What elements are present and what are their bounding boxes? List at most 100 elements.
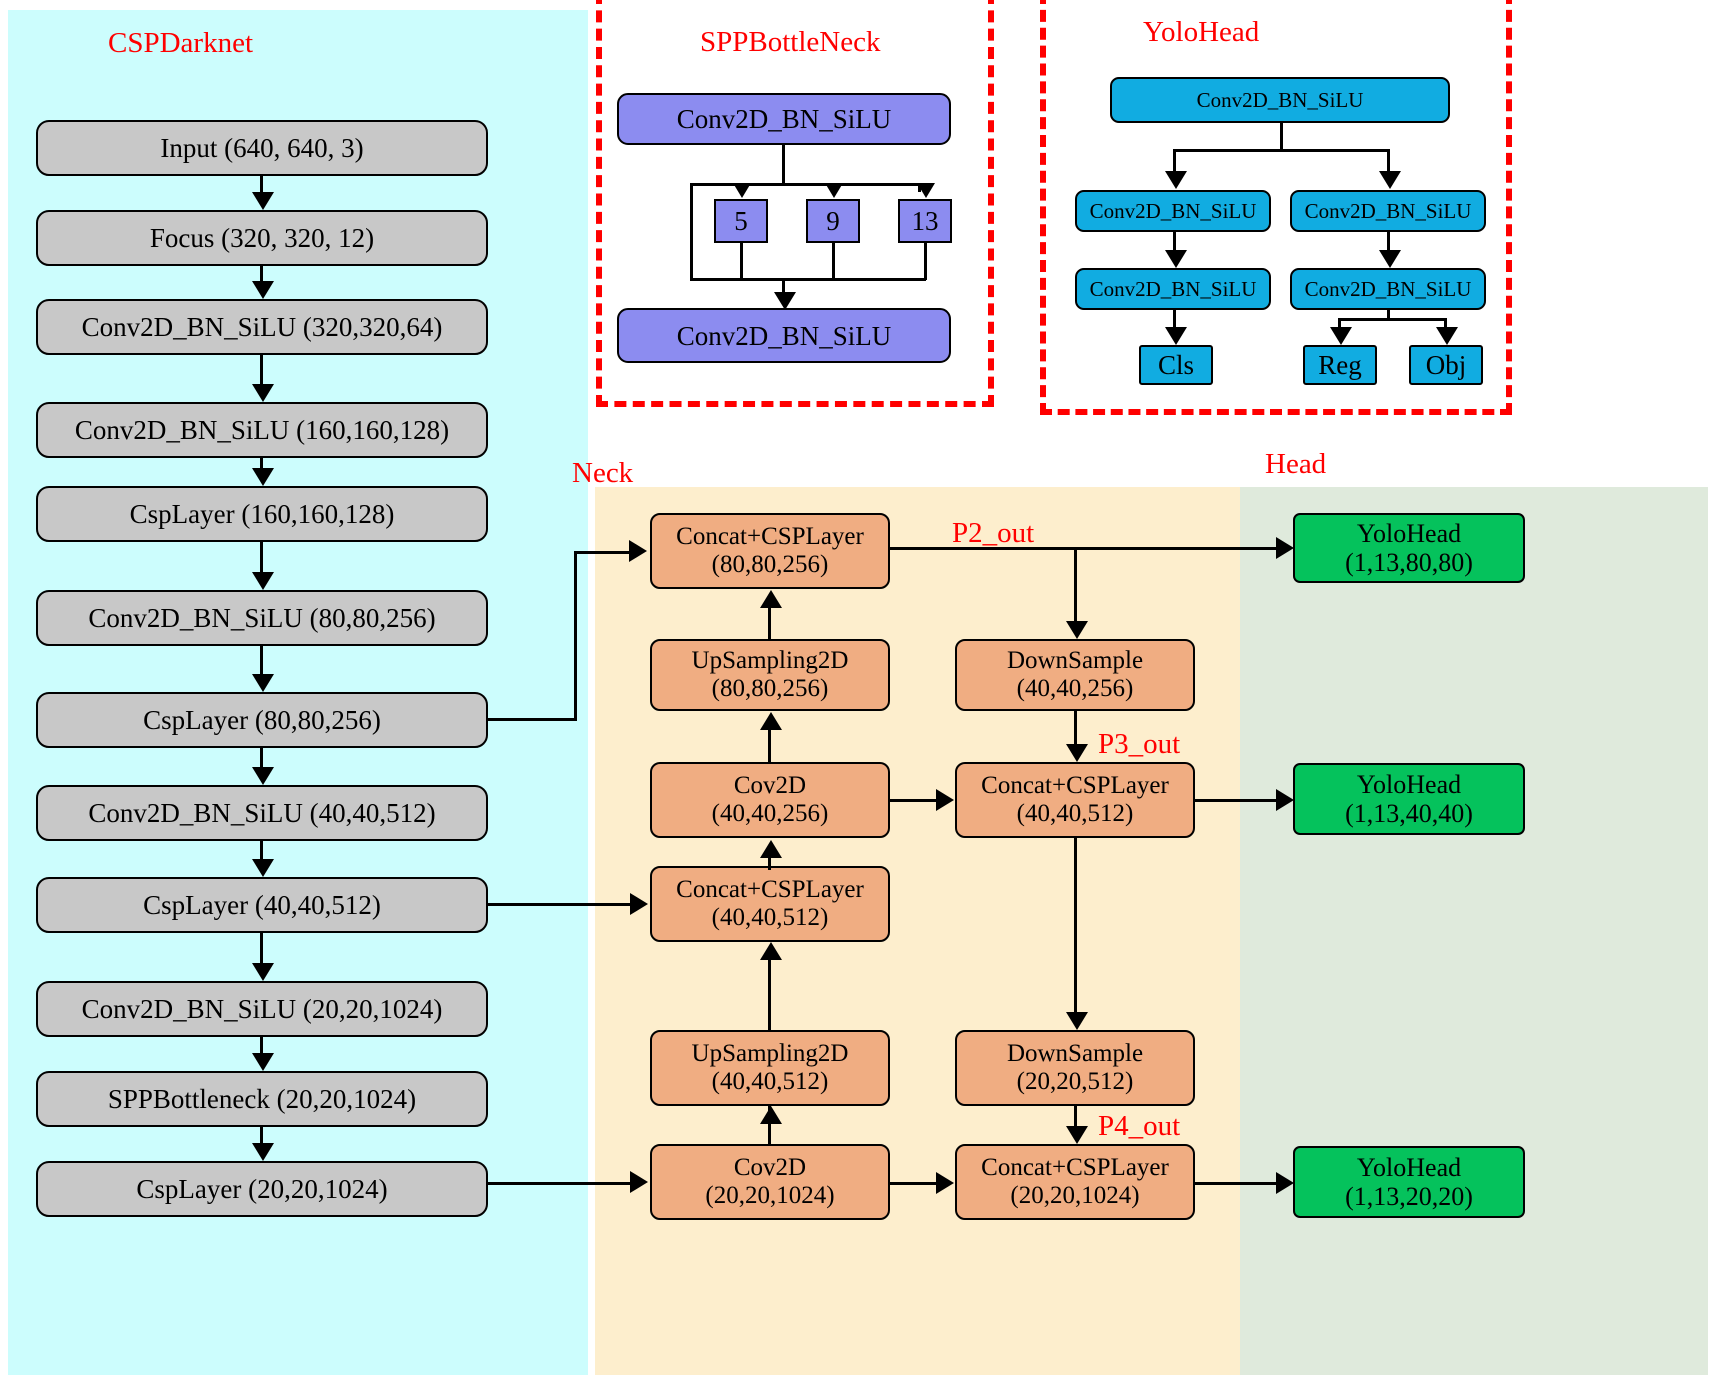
caption-neck: Neck	[572, 457, 634, 489]
backbone-node-conv-80[interactable]: Conv2D_BN_SiLU (80,80,256)	[36, 590, 488, 646]
neck-link-concat20-head	[1195, 1182, 1278, 1185]
yoloheaddetail-node-stem[interactable]: Conv2D_BN_SiLU	[1110, 77, 1450, 123]
neck-connector-up80	[768, 608, 771, 640]
backbone-node-csp-20[interactable]: CspLayer (20,20,1024)	[36, 1161, 488, 1217]
neck-arrow-up40	[760, 942, 782, 960]
backbone-arrow-9	[252, 963, 274, 981]
backbone-node-conv-160[interactable]: Conv2D_BN_SiLU (160,160,128)	[36, 402, 488, 458]
backbone-arrow-8	[252, 859, 274, 877]
neck-node-downsample-40[interactable]: DownSample(40,40,256)	[955, 639, 1195, 711]
neck-link-p2out-down	[1074, 547, 1077, 621]
yoloheaddetail-node-cls-conv-2[interactable]: Conv2D_BN_SiLU	[1075, 268, 1271, 310]
caption-cspdarknet: CSPDarknet	[108, 27, 253, 59]
spp-arrow-bottom	[774, 292, 796, 310]
backbone-connector-3	[260, 355, 263, 384]
spp-connector-pool5-down	[740, 243, 743, 280]
backbone-connector-11	[260, 1127, 263, 1143]
yoloheaddetail-connector-left-drop	[1173, 149, 1176, 171]
backbone-arrow-11	[252, 1143, 274, 1161]
neck-link-cov40-to-concatb	[890, 799, 938, 802]
neck-node-cov2d-20[interactable]: Cov2D(20,20,1024)	[650, 1144, 890, 1220]
link-csp80-out	[488, 718, 576, 721]
neck-node-concat-20-out[interactable]: Concat+CSPLayer(20,20,1024)	[955, 1144, 1195, 1220]
arrow-csp40-to-concat40	[630, 893, 648, 915]
backbone-connector-5	[260, 542, 263, 572]
yoloheaddetail-connector-right-drop	[1387, 149, 1390, 171]
backbone-node-conv-20[interactable]: Conv2D_BN_SiLU (20,20,1024)	[36, 981, 488, 1037]
spp-node-top-conv[interactable]: Conv2D_BN_SiLU	[617, 93, 951, 145]
spp-arrow-pool9	[825, 183, 843, 198]
spp-node-pool-13[interactable]: 13	[898, 199, 952, 243]
neck-arrow-cov20-up	[760, 1106, 782, 1124]
spp-node-bottom-conv[interactable]: Conv2D_BN_SiLU	[617, 308, 951, 363]
region-head	[1240, 487, 1708, 1375]
neck-connector-concat40-up	[768, 858, 771, 870]
neck-connector-cov40-up	[768, 730, 771, 762]
head-node-yolohead-40[interactable]: YoloHead(1,13,40,40)	[1293, 763, 1525, 835]
neck-node-upsample-80[interactable]: UpSampling2D(80,80,256)	[650, 639, 890, 711]
spp-connector-fanout	[690, 183, 918, 186]
backbone-arrow-10	[252, 1053, 274, 1071]
backbone-node-csp-80[interactable]: CspLayer (80,80,256)	[36, 692, 488, 748]
backbone-node-csp-160[interactable]: CspLayer (160,160,128)	[36, 486, 488, 542]
backbone-connector-6	[260, 646, 263, 674]
spp-node-pool-9[interactable]: 9	[806, 199, 860, 243]
spp-connector-to-bottom	[782, 278, 785, 294]
backbone-node-conv-320[interactable]: Conv2D_BN_SiLU (320,320,64)	[36, 299, 488, 355]
backbone-arrow-7	[252, 767, 274, 785]
neck-arrow-ds20-concat20	[1066, 1126, 1088, 1144]
yoloheaddetail-connector-regobj-stem	[1387, 310, 1390, 320]
spp-connector-stem	[782, 145, 785, 185]
neck-node-concat-80[interactable]: Concat+CSPLayer(80,80,256)	[650, 513, 890, 589]
backbone-arrow-1	[252, 192, 274, 210]
head-node-yolohead-20[interactable]: YoloHead(1,13,20,20)	[1293, 1146, 1525, 1218]
spp-connector-merge	[690, 278, 926, 281]
backbone-node-input[interactable]: Input (640, 640, 3)	[36, 120, 488, 176]
spp-connector-pool13-down	[924, 243, 927, 280]
yoloheaddetail-node-reg-conv-1[interactable]: Conv2D_BN_SiLU	[1290, 190, 1486, 232]
neck-arrow-cov20-to-concatb	[936, 1172, 954, 1194]
yoloheaddetail-node-obj[interactable]: Obj	[1409, 345, 1483, 385]
yoloheaddetail-connector-stem	[1280, 123, 1283, 151]
yoloheaddetail-arrow-right	[1379, 171, 1401, 189]
neck-arrow-p2out-head	[1276, 537, 1294, 559]
backbone-node-conv-40[interactable]: Conv2D_BN_SiLU (40,40,512)	[36, 785, 488, 841]
backbone-connector-7	[260, 748, 263, 767]
arrow-csp20-to-cov2d20	[630, 1171, 648, 1193]
neck-node-downsample-20[interactable]: DownSample(20,20,512)	[955, 1030, 1195, 1106]
spp-connector-pool9-down	[832, 243, 835, 280]
neck-node-concat-40[interactable]: Concat+CSPLayer(40,40,512)	[650, 866, 890, 942]
yoloheaddetail-connector-obj-drop	[1444, 318, 1447, 328]
yoloheaddetail-node-reg[interactable]: Reg	[1303, 345, 1377, 385]
spp-node-pool-5[interactable]: 5	[714, 199, 768, 243]
neck-arrow-concat40-up	[760, 840, 782, 858]
neck-link-concat40-head	[1195, 799, 1278, 802]
yoloheaddetail-node-reg-conv-2[interactable]: Conv2D_BN_SiLU	[1290, 268, 1486, 310]
label-p2-out: P2_out	[952, 517, 1035, 549]
backbone-node-focus[interactable]: Focus (320, 320, 12)	[36, 210, 488, 266]
label-p3-out: P3_out	[1098, 728, 1181, 760]
yoloheaddetail-node-cls[interactable]: Cls	[1139, 345, 1213, 385]
neck-node-upsample-40[interactable]: UpSampling2D(40,40,512)	[650, 1030, 890, 1106]
neck-link-cov20-to-concatb	[890, 1182, 938, 1185]
yoloheaddetail-node-cls-conv-1[interactable]: Conv2D_BN_SiLU	[1075, 190, 1271, 232]
yoloheaddetail-arrow-reg	[1330, 327, 1352, 345]
backbone-arrow-6	[252, 674, 274, 692]
backbone-node-sppbottleneck[interactable]: SPPBottleneck (20,20,1024)	[36, 1071, 488, 1127]
head-node-yolohead-80[interactable]: YoloHead(1,13,80,80)	[1293, 513, 1525, 583]
caption-sppbottleneck: SPPBottleNeck	[700, 26, 881, 58]
neck-node-concat-40-out[interactable]: Concat+CSPLayer(40,40,512)	[955, 762, 1195, 838]
neck-arrow-concat40-ds20	[1066, 1012, 1088, 1030]
backbone-connector-10	[260, 1037, 263, 1053]
neck-node-cov2d-40[interactable]: Cov2D(40,40,256)	[650, 762, 890, 838]
backbone-node-csp-40[interactable]: CspLayer (40,40,512)	[36, 877, 488, 933]
backbone-arrow-3	[252, 384, 274, 402]
yoloheaddetail-arrow-obj	[1436, 327, 1458, 345]
label-p4-out: P4_out	[1098, 1110, 1181, 1142]
link-csp20	[488, 1182, 634, 1185]
neck-connector-cov20-up	[768, 1106, 771, 1144]
backbone-connector-8	[260, 841, 263, 859]
arrow-csp80-to-concat80	[629, 540, 647, 562]
spp-connector-skip-left	[690, 183, 693, 280]
caption-yolohead: YoloHead	[1143, 16, 1260, 48]
